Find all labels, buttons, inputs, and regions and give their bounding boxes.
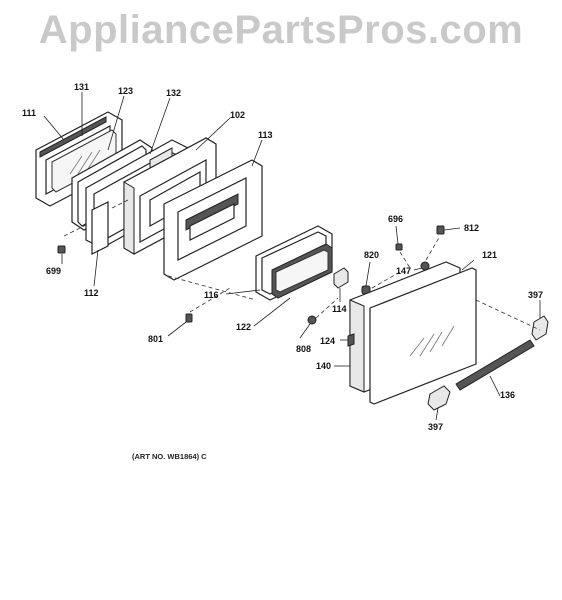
- label-121: 121: [482, 250, 497, 260]
- label-801: 801: [148, 334, 163, 344]
- label-696: 696: [388, 214, 403, 224]
- label-122: 122: [236, 322, 251, 332]
- part-124-tab: [347, 333, 355, 347]
- part-696-screw: [395, 243, 403, 251]
- watermark-text: AppliancePartsPros.com: [38, 8, 524, 52]
- part-112-panel: [91, 201, 109, 255]
- label-397-bottom: 397: [428, 422, 443, 432]
- label-147: 147: [396, 266, 411, 276]
- label-136: 136: [500, 390, 515, 400]
- label-112: 112: [84, 288, 99, 298]
- label-132: 132: [166, 88, 181, 98]
- label-116: 116: [204, 290, 219, 300]
- part-113-inner-door: [163, 159, 263, 281]
- leader-lines: [43, 92, 541, 421]
- part-397-endcap-top: [531, 315, 549, 341]
- part-121-outer-glass: [369, 267, 477, 405]
- part-397-endcap-bottom: [427, 385, 451, 411]
- label-131: 131: [74, 82, 89, 92]
- part-147-washer: [420, 261, 430, 271]
- label-114: 114: [332, 304, 347, 314]
- part-131-glass: [51, 129, 117, 193]
- label-397-top: 397: [528, 290, 543, 300]
- part-801-screw: [185, 313, 193, 323]
- part-812-screw: [436, 225, 445, 235]
- label-812: 812: [464, 223, 479, 233]
- part-122-glass: [271, 243, 333, 299]
- label-699: 699: [46, 266, 61, 276]
- label-111: 111: [22, 108, 36, 118]
- label-102: 102: [230, 110, 245, 120]
- label-808: 808: [296, 344, 311, 354]
- label-113: 113: [258, 130, 273, 140]
- callout-labels: 131 123 132 111 102 113 699 112 116 801 …: [22, 82, 543, 432]
- label-820: 820: [364, 250, 379, 260]
- art-number-caption: (ART NO. WB1864) C: [132, 452, 207, 461]
- part-699-screw: [57, 245, 66, 254]
- alignment-lines: [63, 199, 541, 331]
- part-808-screw: [307, 315, 317, 325]
- label-140: 140: [316, 361, 331, 371]
- part-114-clip: [333, 267, 349, 289]
- part-136-handle: [455, 339, 535, 391]
- label-124: 124: [320, 336, 335, 346]
- label-123: 123: [118, 86, 133, 96]
